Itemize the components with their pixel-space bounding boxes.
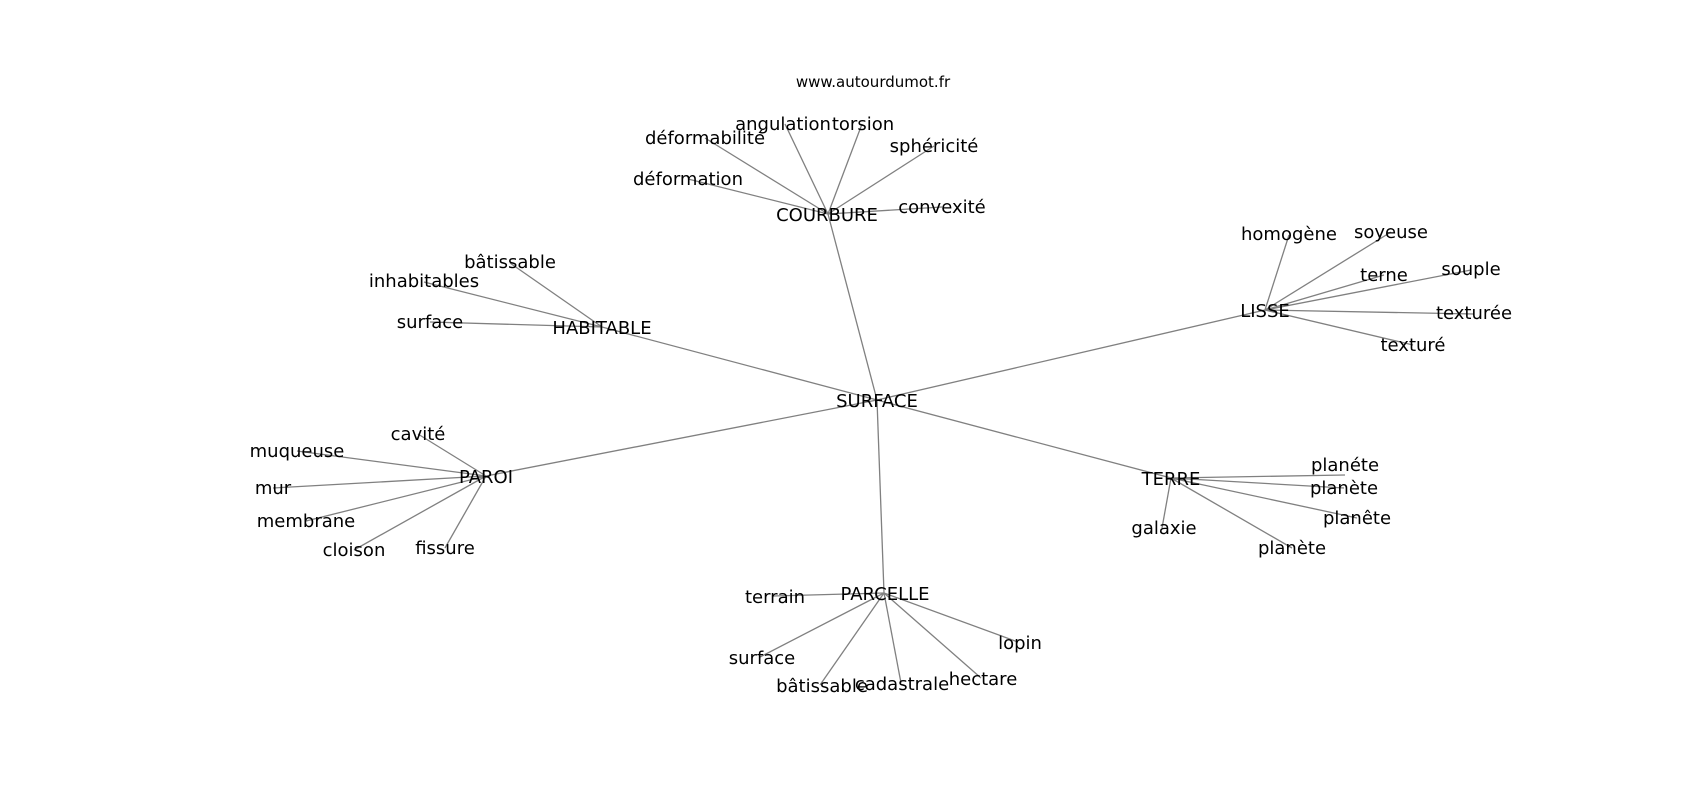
edge-terre-planete-1 bbox=[1170, 474, 1346, 479]
edge-courbure-torsion bbox=[827, 123, 863, 215]
edge-parcelle-batissable bbox=[819, 592, 885, 686]
edge-parcelle-terrain bbox=[772, 592, 885, 597]
word-label: planéte bbox=[1311, 455, 1379, 476]
word-label: planète bbox=[1310, 478, 1378, 499]
edge-habitable-inhabitables bbox=[423, 281, 603, 328]
word-label: souple bbox=[1441, 259, 1500, 280]
edge-habitable-batissable bbox=[509, 262, 603, 328]
edge-parcelle-cadastrale bbox=[883, 592, 902, 684]
word-label: convexité bbox=[898, 197, 986, 218]
edge-parcelle-lopin bbox=[883, 592, 1019, 643]
word-label: cavité bbox=[391, 424, 446, 445]
edge-courbure-deformation bbox=[687, 178, 829, 215]
hub-label-parcelle: PARCELLE bbox=[841, 584, 930, 605]
graph-labels: www.autourdumot.fr SURFACE COURBURE angu… bbox=[250, 73, 1512, 697]
edge-surface-lisse bbox=[876, 309, 1266, 401]
edge-terre-planete-4 bbox=[1170, 477, 1293, 549]
word-label: cadastrale bbox=[855, 674, 949, 695]
edge-surface-courbure bbox=[827, 213, 878, 401]
word-label: sphéricité bbox=[890, 136, 979, 157]
hub-label-lisse: LISSE bbox=[1240, 301, 1290, 322]
edge-parcelle-hectare bbox=[883, 592, 982, 679]
edge-paroi-cavite bbox=[417, 433, 487, 477]
word-label: surface bbox=[729, 648, 796, 669]
edge-surface-habitable bbox=[601, 326, 878, 401]
word-label: membrane bbox=[257, 511, 355, 532]
edge-courbure-angulation bbox=[784, 123, 829, 215]
edge-surface-parcelle bbox=[876, 399, 885, 594]
edge-lisse-homogene bbox=[1264, 234, 1290, 311]
edge-terre-planete-2 bbox=[1170, 477, 1345, 489]
word-label: texturée bbox=[1436, 303, 1512, 324]
word-label: soyeuse bbox=[1354, 222, 1428, 243]
hub-label-paroi: PAROI bbox=[459, 467, 513, 488]
edge-paroi-fissure bbox=[444, 475, 487, 549]
edge-terre-planete-3 bbox=[1170, 477, 1358, 519]
word-label: fissure bbox=[415, 538, 475, 559]
edge-courbure-sphericite bbox=[827, 145, 935, 215]
edge-lisse-soyeuse bbox=[1264, 231, 1392, 311]
edge-courbure-convexite bbox=[827, 206, 943, 215]
word-label: muqueuse bbox=[250, 441, 345, 462]
word-label: bâtissable bbox=[776, 676, 868, 697]
word-label: torsion bbox=[832, 114, 894, 135]
word-label: inhabitables bbox=[369, 271, 479, 292]
word-label: texturé bbox=[1380, 335, 1445, 356]
edge-surface-terre bbox=[876, 399, 1172, 479]
edge-paroi-cloison bbox=[353, 475, 487, 551]
word-label: hectare bbox=[949, 669, 1018, 690]
edge-lisse-terne bbox=[1264, 274, 1385, 311]
word-label: bâtissable bbox=[464, 252, 556, 273]
word-label: homogène bbox=[1241, 224, 1337, 245]
edge-lisse-texturee bbox=[1264, 309, 1475, 315]
word-label: planète bbox=[1258, 538, 1326, 559]
edge-courbure-deformabilite bbox=[704, 137, 829, 215]
word-label: déformabilité bbox=[645, 128, 765, 149]
hub-label-terre: TERRE bbox=[1141, 469, 1201, 490]
watermark: www.autourdumot.fr bbox=[796, 73, 951, 91]
word-label: cloison bbox=[323, 540, 386, 561]
word-label: galaxie bbox=[1131, 518, 1196, 539]
hub-label-courbure: COURBURE bbox=[776, 205, 878, 226]
edge-surface-paroi bbox=[485, 399, 878, 477]
word-label: terne bbox=[1360, 265, 1408, 286]
edge-paroi-mur bbox=[272, 475, 487, 489]
hub-label-habitable: HABITABLE bbox=[552, 318, 651, 339]
word-label: angulation bbox=[735, 114, 831, 135]
edge-lisse-texture bbox=[1264, 309, 1414, 346]
word-label: déformation bbox=[633, 169, 743, 190]
word-label: planête bbox=[1323, 508, 1391, 529]
edge-paroi-membrane bbox=[305, 475, 487, 522]
word-label: lopin bbox=[998, 633, 1042, 654]
edge-habitable-surface bbox=[429, 321, 603, 328]
word-label: mur bbox=[255, 478, 292, 499]
center-node-label: SURFACE bbox=[836, 391, 918, 412]
edge-terre-galaxie bbox=[1161, 477, 1172, 529]
edge-parcelle-surface bbox=[759, 592, 885, 658]
word-label: surface bbox=[397, 312, 464, 333]
edge-paroi-muqueuse bbox=[296, 450, 487, 477]
edge-lisse-souple bbox=[1264, 269, 1472, 311]
graph-edges bbox=[272, 123, 1475, 686]
word-label: terrain bbox=[745, 587, 805, 608]
